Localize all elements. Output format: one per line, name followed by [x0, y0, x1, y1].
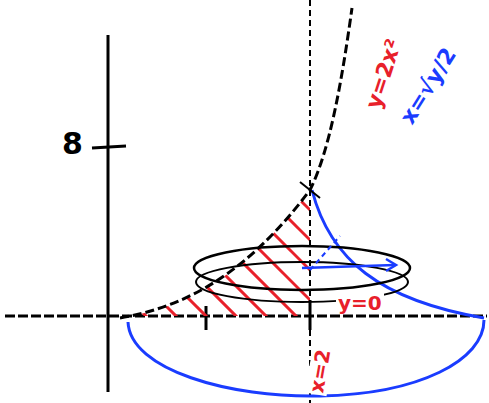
reflected-curve [312, 190, 484, 318]
mark [300, 182, 320, 198]
dash [310, 236, 340, 270]
curve-label: y=0 [336, 292, 384, 314]
radius [302, 265, 395, 268]
x-axis [5, 315, 487, 318]
curve-label: x=√y/2 [395, 42, 463, 130]
hatching [100, 110, 370, 380]
parabola [120, 8, 352, 318]
tick [92, 146, 126, 148]
bottom-arc [128, 320, 484, 396]
curve-label: 8 [60, 128, 85, 160]
x-equals-2-line [309, 0, 311, 403]
y-axis [107, 35, 110, 392]
curve-label: y=2x² [361, 34, 407, 114]
tick [205, 306, 208, 330]
radius-arrow [386, 259, 396, 271]
